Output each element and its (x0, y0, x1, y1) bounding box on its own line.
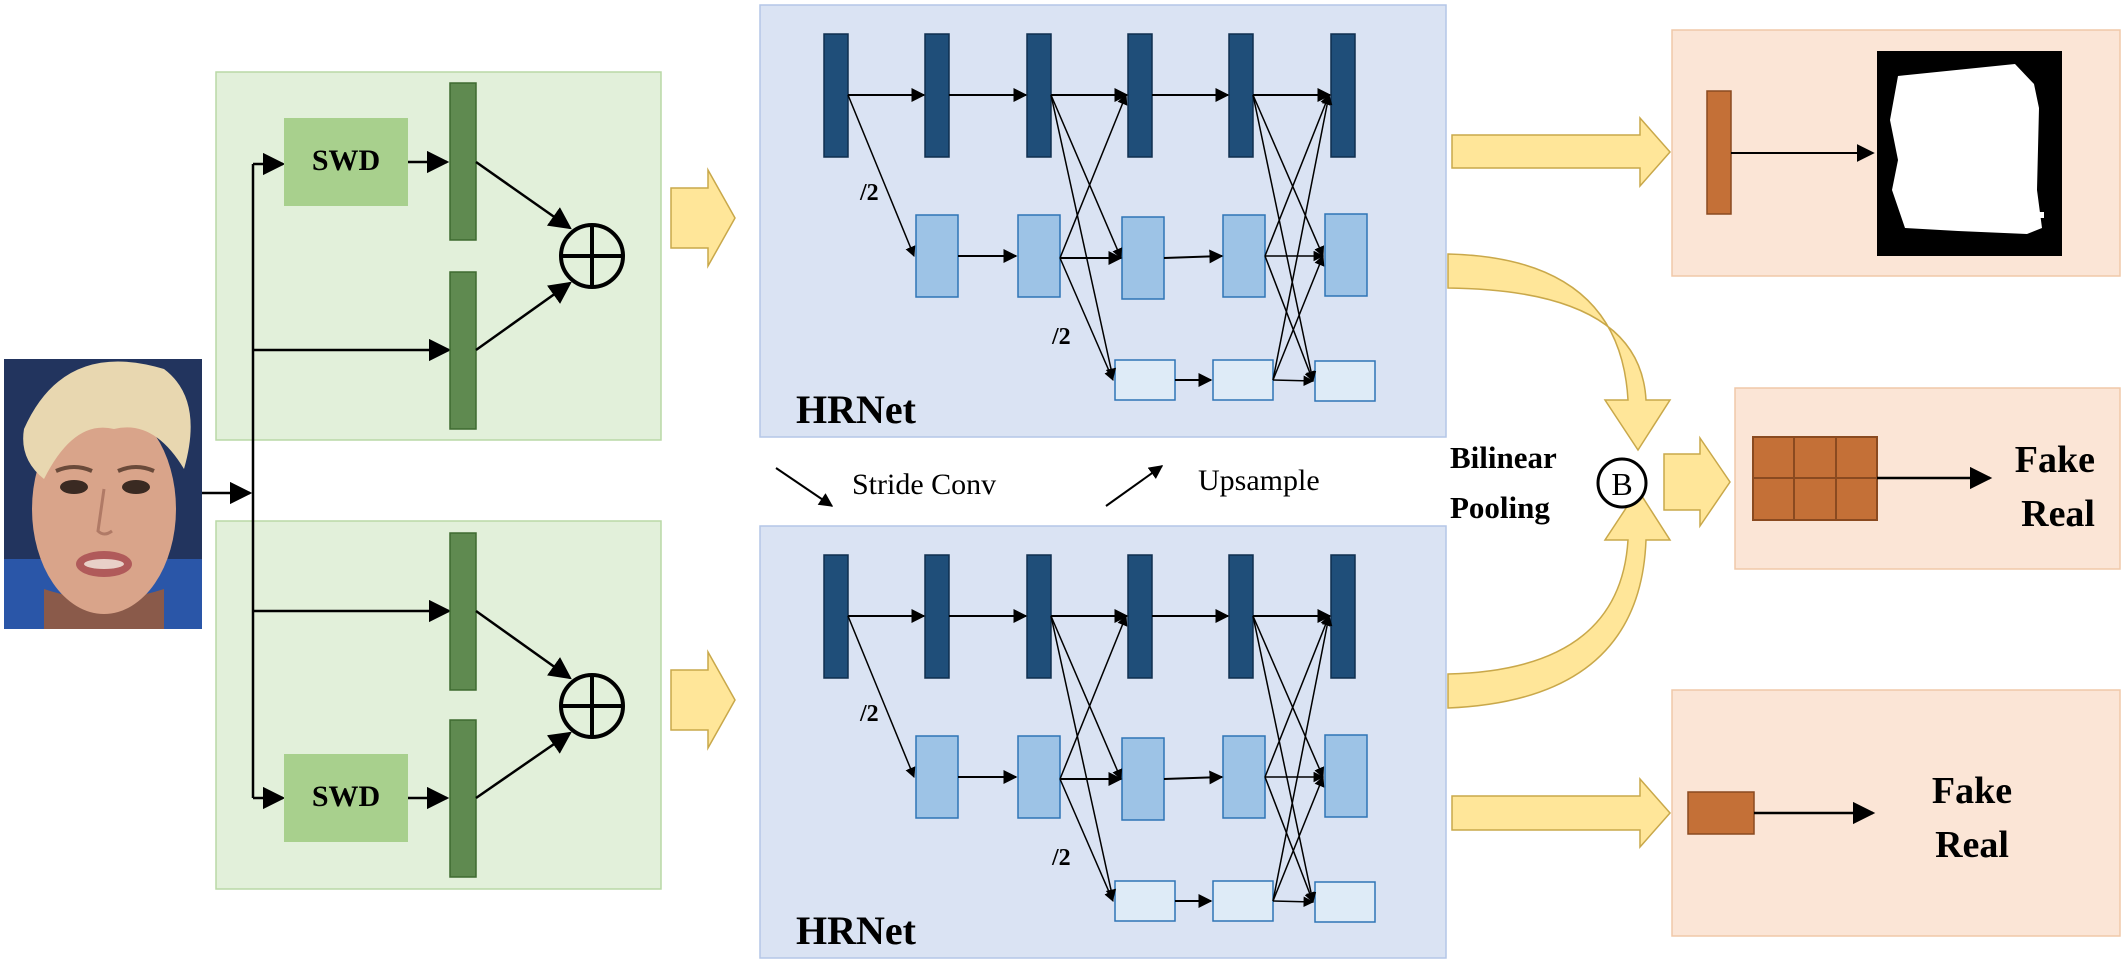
add-icon-bottom (559, 673, 625, 739)
yellow-arrow-bottom-in (670, 649, 736, 751)
hrnet-bottom-connection (1264, 615, 1331, 778)
hrnet-title-bottom: HRNet (796, 908, 917, 953)
yellow-curve-arrow-top (1447, 253, 1672, 452)
stride-conv-arrow-icon (775, 467, 834, 507)
hrnet-top-high-res-block (1127, 33, 1153, 158)
hrnet-top-connection (1264, 255, 1315, 382)
hrnet-bottom-connection (1272, 896, 1315, 908)
legend-upsample: Upsample (1198, 464, 1320, 497)
hrnet-bottom-connection (1272, 776, 1325, 902)
hrnet-top-connection (1163, 249, 1224, 264)
add-icon-top (559, 223, 625, 289)
hrnet-top-high-res-block (1330, 33, 1356, 158)
hrnet-bottom-connection (1163, 770, 1224, 785)
hrnet-bottom-connection (847, 615, 916, 778)
hrnet-top-mid-res-block (1121, 216, 1165, 300)
hrnet-bottom-mid-res-block (1222, 735, 1266, 819)
mask-feature-bar (1706, 90, 1732, 215)
hrnet-top-connection (1059, 257, 1115, 381)
pooled-feature-grid-icon (1752, 436, 1878, 521)
hrnet-bottom-connection (1252, 615, 1317, 904)
hrnet-bottom-connection (1050, 615, 1123, 780)
hrnet-bottom-mid-res-block (1017, 735, 1061, 819)
hrnet-bottom-low-res-block (1314, 881, 1376, 923)
yellow-arrow-bottom-out (1451, 777, 1672, 849)
hrnet-bottom (759, 525, 1447, 959)
hrnet-bottom-high-res-block (924, 554, 950, 679)
hrnet-bottom-high-res-block (1127, 554, 1153, 679)
hrnet-bottom-high-res-block (1330, 554, 1356, 679)
hrnet-top-mid-res-block (1324, 213, 1368, 297)
hrnet-bottom-connection (1059, 778, 1115, 902)
feature-bar-top-2 (449, 271, 477, 430)
swd-block-bottom (284, 754, 408, 842)
hrnet-top-connection (1050, 94, 1117, 380)
hrnet-top-connection (847, 94, 916, 257)
hrnet-top-connection (1252, 94, 1317, 383)
hrnet-title-top: HRNet (796, 387, 917, 432)
hrnet-top-connection (1252, 94, 1325, 257)
hrnet-bottom-connection (1264, 776, 1315, 903)
hrnet-top-connection (1272, 93, 1333, 381)
hrnet-bottom-connection (1059, 615, 1128, 780)
middle-output-fake: Fake (2015, 439, 2095, 481)
downsample-label-bottom-2: /2 (1051, 845, 1071, 871)
swd-block-top (284, 118, 408, 206)
input-split-lines (202, 152, 452, 810)
bottom-output-fake: Fake (1932, 770, 2012, 812)
feature-bar-bottom-1 (449, 532, 477, 691)
feature-bar-bottom-2 (449, 719, 477, 878)
hrnet-bottom-low-res-block (1114, 880, 1176, 922)
hrnet-bottom-mid-res-block (915, 735, 959, 819)
yellow-arrow-top-in (670, 167, 736, 269)
hrnet-top-high-res-block (1026, 33, 1052, 158)
hrnet-top-mid-res-block (1222, 214, 1266, 298)
bilinear-label-line1: Bilinear (1450, 440, 1557, 475)
hrnet-bottom-high-res-block (1026, 554, 1052, 679)
hrnet-bottom-mid-res-block (1121, 737, 1165, 821)
middle-output-real: Real (2021, 493, 2095, 535)
bottom-output-real: Real (1935, 824, 2009, 866)
mask-image-icon (1877, 51, 2062, 256)
downsample-label-top-2: /2 (1051, 324, 1071, 350)
downsample-label-top-1: /2 (859, 180, 879, 206)
hrnet-top-low-res-block (1314, 360, 1376, 402)
hrnet-bottom-connection (1272, 614, 1333, 902)
hrnet-top-high-res-block (823, 33, 849, 158)
hrnet-top-connection (1264, 94, 1331, 257)
hrnet-bottom-connection (1050, 615, 1117, 901)
hrnet-bottom-high-res-block (1228, 554, 1254, 679)
bottom-output-feature (1687, 791, 1755, 835)
feature-bar-top-1 (449, 82, 477, 241)
hrnet-top-low-res-block (1114, 359, 1176, 401)
swd-label-bottom: SWD (312, 780, 380, 813)
yellow-curve-arrow-bottom (1447, 488, 1672, 709)
hrnet-bottom-mid-res-block (1324, 734, 1368, 818)
yellow-arrow-middle-out (1663, 435, 1731, 529)
downsample-label-bottom-1: /2 (859, 701, 879, 727)
hrnet-top-mid-res-block (915, 214, 959, 298)
face-photo-icon (4, 359, 202, 629)
hrnet-top-connection (1059, 94, 1128, 259)
yellow-arrow-top-out (1451, 116, 1672, 188)
hrnet-top-connection (1272, 375, 1315, 387)
input-face-image (4, 359, 202, 629)
hrnet-bottom-high-res-block (823, 554, 849, 679)
bilinear-label-line2: Pooling (1450, 490, 1550, 525)
legend-stride-conv: Stride Conv (852, 468, 996, 501)
hrnet-top-mid-res-block (1017, 214, 1061, 298)
hrnet-bottom-low-res-block (1212, 880, 1274, 922)
hrnet-top-high-res-block (1228, 33, 1254, 158)
hrnet-top-low-res-block (1212, 359, 1274, 401)
hrnet-top-high-res-block (924, 33, 950, 158)
upsample-arrow-icon (1105, 465, 1164, 507)
hrnet-top-connection (1050, 94, 1123, 259)
hrnet-bottom-connection (1252, 615, 1325, 778)
swd-label-top: SWD (312, 144, 380, 177)
bilinear-pooling-symbol: B (1611, 466, 1632, 502)
bilinear-pooling-icon (1596, 457, 1648, 509)
hrnet-top-connection (1272, 255, 1325, 381)
hrnet-top (759, 4, 1447, 438)
